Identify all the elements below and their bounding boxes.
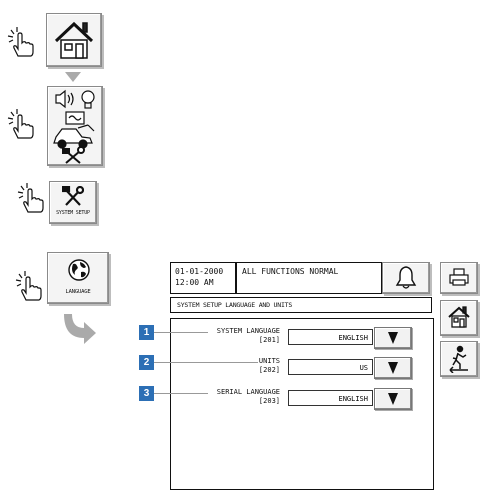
bell-icon bbox=[395, 266, 417, 289]
language-button[interactable]: LANGUAGE bbox=[47, 252, 109, 304]
house-icon bbox=[54, 21, 94, 59]
setting-label: SERIAL LANGUAGE bbox=[216, 388, 280, 396]
exit-button[interactable] bbox=[440, 341, 478, 377]
tap-hand-icon bbox=[7, 109, 34, 139]
printer-icon bbox=[449, 268, 469, 286]
callout-leader bbox=[154, 362, 258, 363]
alarm-button[interactable] bbox=[382, 262, 430, 294]
system-setup-caption: SYSTEM SETUP bbox=[56, 210, 90, 216]
time-text: 12:00 AM bbox=[175, 278, 214, 287]
globe-icon bbox=[68, 259, 90, 281]
triangle-down-icon bbox=[388, 393, 398, 405]
system-language-dropdown-button[interactable] bbox=[374, 327, 412, 349]
tools-icon bbox=[62, 146, 85, 164]
setting-code: [203] bbox=[258, 397, 280, 405]
setting-label: SYSTEM LANGUAGE bbox=[216, 327, 280, 335]
units-label: UNITS [202] bbox=[190, 357, 280, 375]
setting-code: [202] bbox=[258, 366, 280, 374]
status-message-box: ALL FUNCTIONS NORMAL bbox=[236, 262, 382, 294]
home-button[interactable] bbox=[46, 13, 102, 67]
menu-icons bbox=[53, 89, 95, 164]
car-icon bbox=[53, 124, 95, 149]
down-arrow-icon bbox=[65, 72, 81, 82]
exit-icon bbox=[449, 345, 468, 373]
screen-title: SYSTEM SETUP LANGUAGE AND UNITS bbox=[177, 301, 293, 309]
serial-language-dropdown-button[interactable] bbox=[374, 388, 412, 410]
display-icon bbox=[65, 111, 85, 125]
light-bulb-icon bbox=[81, 90, 95, 109]
tools-icon bbox=[62, 186, 84, 206]
main-menu-button[interactable] bbox=[47, 86, 103, 166]
units-dropdown-button[interactable] bbox=[374, 357, 412, 379]
tap-hand-icon bbox=[17, 183, 44, 213]
setting-label: UNITS bbox=[258, 357, 280, 365]
callout-badge-3: 3 bbox=[139, 386, 154, 401]
triangle-down-icon bbox=[388, 332, 398, 344]
date-text: 01-01-2000 bbox=[175, 267, 224, 276]
datetime-display: 01-01-2000 12:00 AM bbox=[170, 262, 236, 294]
status-message: ALL FUNCTIONS NORMAL bbox=[242, 267, 339, 276]
serial-language-value[interactable]: ENGLISH bbox=[288, 390, 373, 406]
system-setup-button[interactable]: SYSTEM SETUP bbox=[49, 181, 97, 224]
speaker-icon bbox=[55, 89, 74, 109]
system-language-value[interactable]: ENGLISH bbox=[288, 329, 373, 345]
serial-language-label: SERIAL LANGUAGE [203] bbox=[190, 388, 280, 406]
system-language-label: SYSTEM LANGUAGE [201] bbox=[190, 327, 280, 345]
callout-badge-1: 1 bbox=[139, 325, 154, 340]
house-icon bbox=[448, 306, 470, 328]
callout-badge-2: 2 bbox=[139, 355, 154, 370]
setting-code: [201] bbox=[258, 336, 280, 344]
callout-leader bbox=[154, 332, 208, 333]
triangle-down-icon bbox=[388, 362, 398, 374]
home-button-screen[interactable] bbox=[440, 300, 478, 336]
tap-hand-icon bbox=[7, 27, 34, 57]
screen-title-bar: SYSTEM SETUP LANGUAGE AND UNITS bbox=[170, 297, 432, 313]
callout-leader bbox=[154, 393, 208, 394]
curved-arrow-icon bbox=[64, 314, 96, 344]
tap-hand-icon bbox=[15, 271, 42, 301]
language-caption: LANGUAGE bbox=[65, 289, 91, 295]
print-button[interactable] bbox=[440, 262, 478, 294]
units-value[interactable]: US bbox=[288, 359, 373, 375]
